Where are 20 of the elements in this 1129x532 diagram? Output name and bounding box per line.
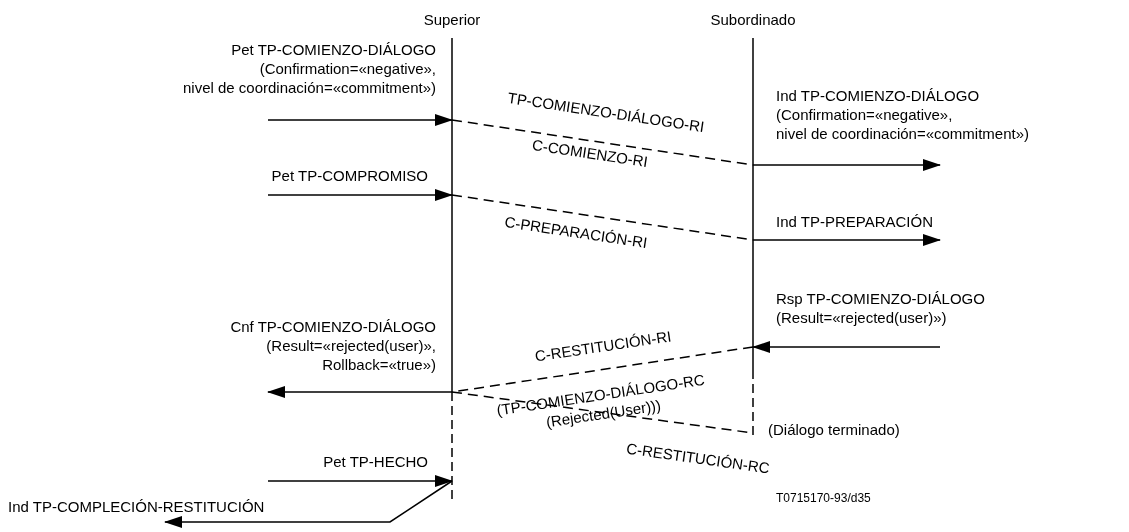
note-text: (Diálogo terminado)	[768, 420, 900, 439]
arrow	[752, 341, 941, 353]
arrow	[267, 189, 453, 201]
arrow	[267, 386, 453, 398]
primitive-label: Pet TP-HECHO	[323, 452, 428, 471]
arrow	[164, 480, 453, 528]
lifeline-header: Superior	[423, 10, 481, 30]
arrow	[752, 234, 941, 246]
primitive-label: Rsp TP-COMIENZO-DIÁLOGO (Result=«rejected(user)»)	[776, 289, 985, 327]
arrow	[752, 159, 941, 171]
primitive-label: Ind TP-COMIENZO-DIÁLOGO (Confirmation=«negative», nivel de coordinación=«commitment»)	[776, 86, 1030, 143]
lifeline-header: Subordinado	[710, 10, 796, 30]
arrow	[267, 114, 453, 126]
figure-id: T0715170-93/d35	[776, 490, 871, 507]
primitive-label: Cnf TP-COMIENZO-DIÁLOGO (Result=«rejected(user)», Rollback=«true»)	[230, 317, 436, 374]
primitive-label: Pet TP-COMIENZO-DIÁLOGO (Confirmation=«negative», nivel de coordinación=«commitment»)	[182, 40, 436, 97]
primitive-label: Ind TP-PREPARACIÓN	[776, 212, 933, 231]
primitive-label: Ind TP-COMPLECIÓN-RESTITUCIÓN	[8, 497, 265, 516]
primitive-label: Pet TP-COMPROMISO	[271, 166, 428, 185]
arrow	[267, 475, 453, 487]
